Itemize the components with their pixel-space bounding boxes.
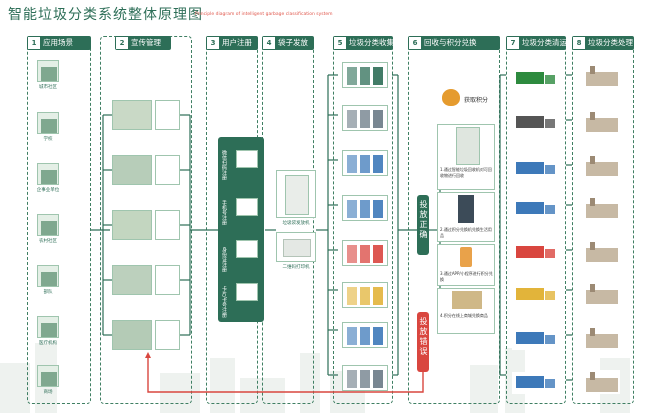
bag-dispenser <box>276 170 316 218</box>
truck-card <box>512 158 560 180</box>
scene-card <box>37 316 59 338</box>
scene-label: 学校 <box>43 137 53 142</box>
promo-photo-4 <box>112 265 152 295</box>
truck-card <box>512 198 560 220</box>
truck-card <box>512 112 560 134</box>
processing-plant-card <box>584 64 620 88</box>
promo-photo-5 <box>112 320 152 350</box>
truck-card <box>512 242 560 264</box>
scene-card <box>37 365 59 387</box>
collection-bin-card <box>342 62 388 88</box>
scene-label: 城市社区 <box>39 85 57 90</box>
page-title: 智能垃圾分类系统整体原理图 <box>8 7 203 23</box>
processing-plant-card <box>584 370 620 394</box>
points-label: 获取积分 <box>464 97 489 104</box>
collection-bin-card <box>342 150 388 176</box>
correct-disposal-bar <box>417 195 429 255</box>
promo-sign-4 <box>155 265 180 295</box>
truck-card <box>512 372 560 394</box>
scene-card <box>37 265 59 287</box>
processing-plant-card <box>584 196 620 220</box>
promo-sign-1 <box>155 100 180 130</box>
exchange-step-4: 4.积分在线上商城兑换商品 <box>437 288 495 334</box>
register-screen-1 <box>236 150 258 168</box>
collection-bin-card <box>342 322 388 348</box>
page-subtitle: Principle diagram of intelligent garbage… <box>195 12 333 17</box>
bag-dispenser-label: 垃圾袋发放机 <box>282 221 310 226</box>
processing-plant-card <box>584 326 620 350</box>
qr-printer <box>276 232 316 262</box>
wrong-disposal-text: 投放错误 <box>419 317 428 357</box>
scene-label: 农村社区 <box>39 239 57 244</box>
scene-label: 医疗机构 <box>39 341 57 346</box>
promo-sign-5 <box>155 320 180 350</box>
scene-card <box>37 112 59 134</box>
register-screen-4 <box>236 283 258 301</box>
collection-bin-card <box>342 282 388 308</box>
promo-sign-3 <box>155 210 180 240</box>
promo-sign-2 <box>155 155 180 185</box>
exchange-step-3: 3.通过APP/小程序进行积分兑换 <box>437 244 495 286</box>
wrong-disposal-bar <box>417 312 429 372</box>
promo-photo-2 <box>112 155 152 185</box>
truck-card <box>512 328 560 350</box>
collection-bin-card <box>342 195 388 221</box>
exchange-step-2: 2.通过积分兑换机兑换生活用品 <box>437 192 495 242</box>
scene-label: 商场 <box>43 390 53 395</box>
truck-card <box>512 284 560 306</box>
scene-card <box>37 163 59 185</box>
processing-plant-card <box>584 154 620 178</box>
points-bag-icon <box>440 85 462 107</box>
correct-disposal-text: 投放正确 <box>419 200 428 240</box>
register-screen-3 <box>236 240 258 258</box>
collection-bin-card <box>342 105 388 131</box>
processing-plant-card <box>584 282 620 306</box>
promo-photo-1 <box>112 100 152 130</box>
qr-printer-label: 二维码打印机 <box>282 265 310 270</box>
scene-label: 企事业单位 <box>36 188 60 193</box>
register-screen-2 <box>236 198 258 216</box>
register-step-wechat: 微信扫码注册 <box>221 150 227 180</box>
register-step-phone: 手机号注册 <box>221 199 227 225</box>
scene-card <box>37 214 59 236</box>
processing-plant-card <box>584 110 620 134</box>
collection-bin-card <box>342 240 388 266</box>
truck-card <box>512 68 560 90</box>
scene-label: 部队 <box>43 290 53 295</box>
collection-bin-card <box>342 365 388 391</box>
processing-plant-card <box>584 240 620 264</box>
exchange-step-1: 1.通过智能垃圾回收机对可回收物进行回收 <box>437 124 495 190</box>
register-step-id: 身份证注册 <box>221 246 227 272</box>
register-step-card: 卡片/卡号注册 <box>221 286 227 318</box>
promo-photo-3 <box>112 210 152 240</box>
scene-card <box>37 60 59 82</box>
